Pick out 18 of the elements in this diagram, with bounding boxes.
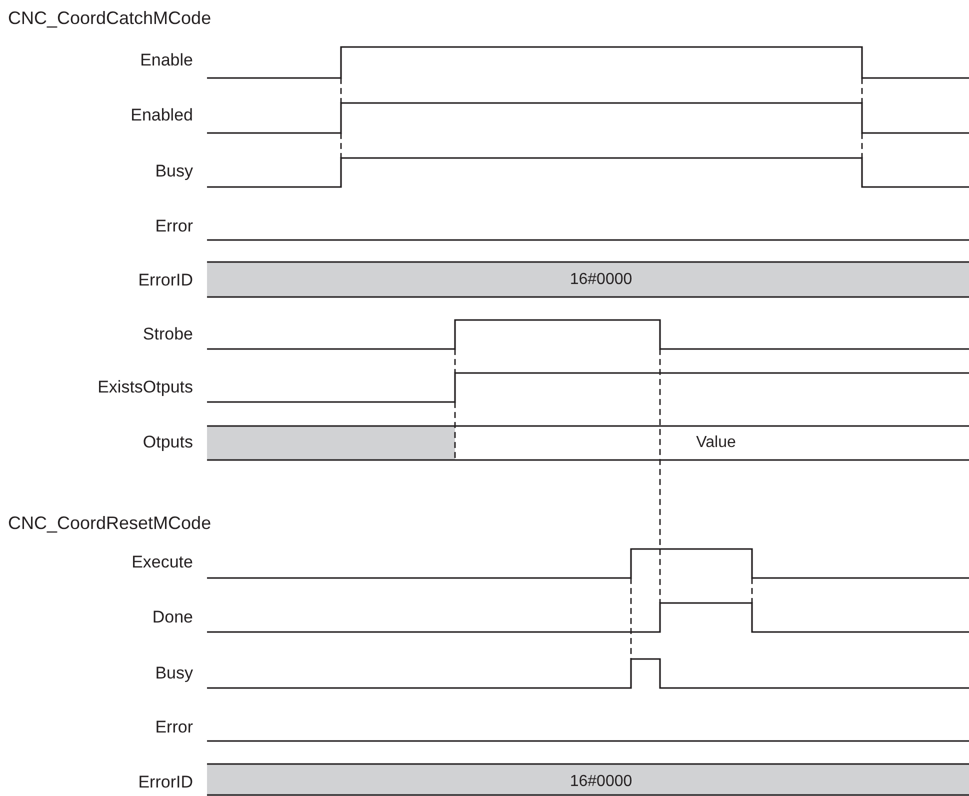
bus-value: 16#0000 bbox=[570, 270, 632, 290]
bus-value: Value bbox=[696, 433, 736, 453]
block-title: CNC_CoordResetMCode bbox=[8, 512, 212, 534]
signal-label: Error bbox=[155, 216, 193, 236]
signal-label: ExistsOtputs bbox=[98, 376, 193, 398]
signal-label: ErrorID bbox=[138, 772, 193, 792]
signal-label: Enable bbox=[140, 50, 193, 70]
signal-label: Enabled bbox=[130, 104, 193, 126]
signal-label: Execute bbox=[132, 552, 193, 572]
signal-label: Busy bbox=[155, 662, 193, 684]
block-title: CNC_CoordCatchMCode bbox=[8, 7, 212, 29]
signal-label: Error bbox=[155, 716, 193, 738]
bus-value: 16#0000 bbox=[570, 772, 632, 792]
signal-label: Busy bbox=[155, 160, 193, 182]
signal-label: Strobe bbox=[142, 324, 193, 344]
signal-label: Otputs bbox=[142, 432, 193, 452]
signal-label: Done bbox=[152, 606, 193, 628]
signal-label: ErrorID bbox=[138, 270, 193, 290]
